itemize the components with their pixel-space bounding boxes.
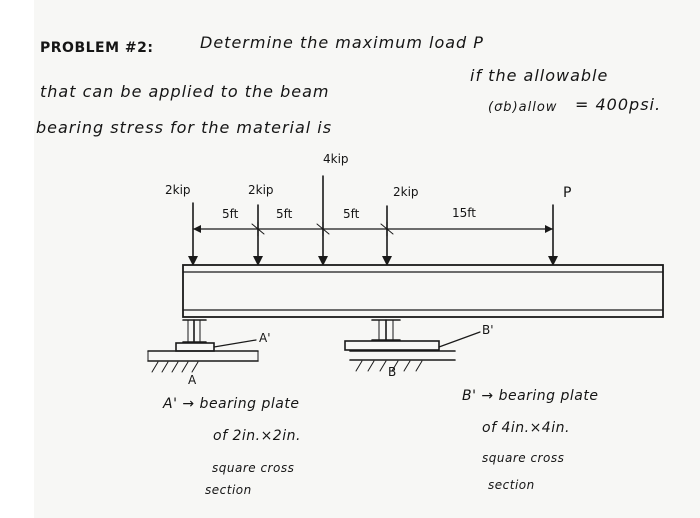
note-a-line-2: of 2in.×2in. — [213, 428, 301, 444]
load-arrow-1-head — [188, 256, 198, 266]
load-label-a: 2kip — [165, 183, 191, 197]
load-label-p: P — [563, 185, 572, 201]
dimension-label-2: 5ft — [276, 207, 293, 221]
load-arrow-4-head — [382, 256, 392, 266]
dimension-label-1: 5ft — [222, 207, 239, 221]
support-a — [147, 319, 259, 373]
load-label-d: 2kip — [393, 185, 419, 199]
allowable-stress-value: = 400psi. — [575, 95, 662, 114]
dimension-label-4: 15ft — [452, 206, 476, 220]
plate-label-b: B' — [482, 323, 494, 337]
support-b — [344, 319, 481, 372]
worksheet — [34, 0, 700, 518]
problem-line-3a: bearing stress for the material is — [36, 118, 333, 137]
dimension-label-3: 5ft — [343, 207, 360, 221]
note-b-line-2: of 4in.×4in. — [482, 420, 570, 436]
load-label-b: 2kip — [248, 183, 274, 197]
load-label-c: 4kip — [323, 152, 349, 166]
bearing-plate-a — [175, 342, 215, 352]
note-a-line-4: section — [205, 483, 252, 497]
problem-heading: PROBLEM #2: — [40, 40, 154, 56]
note-a-line-1: A' → bearing plate — [163, 396, 300, 412]
support-label-b: B — [388, 365, 397, 379]
note-b-line-1: B' → bearing plate — [462, 388, 599, 404]
beam — [182, 264, 664, 318]
problem-line-2a: that can be applied to the beam — [40, 82, 330, 101]
bearing-plate-b — [344, 340, 440, 351]
load-arrow-3-head — [318, 256, 328, 266]
support-label-a: A — [188, 373, 197, 387]
problem-line-1: Determine the maximum load P — [200, 33, 484, 52]
load-arrow-2-head — [253, 256, 263, 266]
load-arrow-p-head — [548, 256, 558, 266]
plate-label-a: A' — [259, 331, 271, 345]
allowable-stress-symbol: (σb)allow — [488, 100, 558, 115]
note-a-line-3: square cross — [212, 461, 295, 475]
note-b-line-3: square cross — [482, 451, 565, 465]
problem-line-2b: if the allowable — [470, 66, 609, 85]
note-b-line-4: section — [488, 478, 535, 492]
